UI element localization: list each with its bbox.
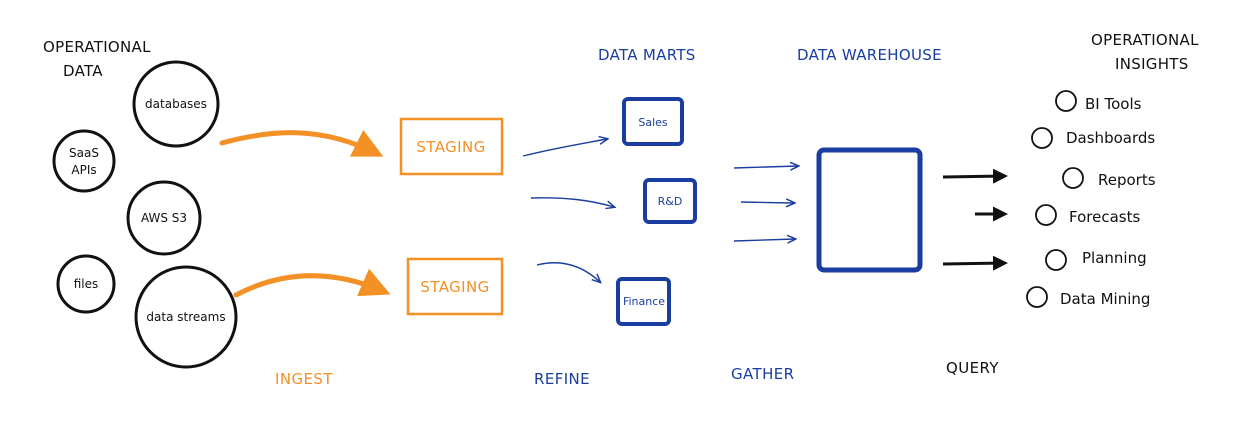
operational-data-heading-line2: DATA [63, 62, 103, 80]
refine-arrow-finance [536, 262, 600, 282]
insight-reports: Reports [1062, 167, 1156, 189]
source-databases: databases [132, 60, 220, 148]
staging-label: STAGING [416, 138, 485, 156]
gather-arrow-2 [740, 202, 794, 203]
source-label: files [74, 277, 99, 291]
insight-label: Forecasts [1069, 208, 1140, 226]
ingest-arrow-bottom [233, 268, 391, 298]
staging-box-bottom: STAGING [406, 257, 504, 316]
source-saas-apis: SaaS APIs [52, 129, 116, 193]
data-warehouse-heading: DATA WAREHOUSE [797, 46, 942, 64]
mart-label: Finance [623, 295, 665, 308]
operational-data-heading-line1: OPERATIONAL [43, 38, 151, 56]
source-label: AWS S3 [141, 211, 187, 225]
insight-bullet [1031, 127, 1053, 149]
mart-label: R&D [658, 195, 683, 208]
gather-arrow-3 [733, 239, 795, 241]
ingest-arrow-top [219, 129, 384, 157]
insight-bullet [1035, 204, 1057, 226]
phase-ingest: INGEST [275, 370, 333, 388]
insight-label: Reports [1098, 171, 1156, 189]
insight-label: Planning [1082, 249, 1147, 267]
source-files: files [56, 254, 116, 314]
insight-bi-tools: BI Tools [1055, 90, 1142, 113]
insight-bullet [1055, 90, 1077, 112]
phase-query: QUERY [946, 359, 999, 377]
insight-label: Dashboards [1066, 129, 1155, 147]
insight-bullet [1045, 249, 1067, 271]
source-aws-s3: AWS S3 [126, 180, 202, 256]
insight-bullet [1026, 286, 1048, 308]
insight-dashboards: Dashboards [1031, 127, 1155, 149]
refine-arrow-rnd [530, 197, 614, 207]
phase-gather: GATHER [731, 365, 794, 383]
staging-box-top: STAGING [399, 117, 504, 176]
insight-label: BI Tools [1085, 95, 1142, 113]
mart-rect [643, 178, 697, 224]
staging-rect [399, 117, 504, 176]
mart-box-finance: Finance [616, 277, 671, 326]
insight-label: Data Mining [1060, 290, 1150, 308]
source-circle [52, 129, 116, 193]
source-circle [132, 60, 220, 148]
staging-rect [406, 257, 504, 316]
source-label-line2: APIs [71, 163, 96, 177]
operational-insights-heading-line1: OPERATIONAL [1091, 31, 1199, 49]
source-circle [126, 180, 202, 256]
source-label: data streams [146, 310, 225, 324]
source-label-line1: SaaS [69, 146, 99, 160]
staging-label: STAGING [420, 278, 489, 296]
mart-rect [622, 97, 684, 146]
insight-data-mining: Data Mining [1026, 286, 1150, 308]
operational-insights-heading-line2: INSIGHTS [1115, 55, 1189, 73]
source-data-streams: data streams [134, 265, 238, 369]
query-arrow-3 [942, 255, 1008, 271]
insight-bullet [1062, 167, 1084, 189]
phase-refine: REFINE [534, 370, 590, 388]
gather-arrow-1 [733, 166, 798, 168]
insight-forecasts: Forecasts [1035, 204, 1140, 226]
data-warehouse-box [816, 147, 923, 273]
query-arrow-1 [942, 168, 1008, 184]
mart-box-rnd: R&D [643, 178, 697, 224]
refine-arrow-sales [522, 139, 607, 157]
mart-rect [616, 277, 671, 326]
source-label: databases [145, 97, 207, 111]
mart-label: Sales [638, 116, 668, 129]
source-circle [56, 254, 116, 314]
data-marts-heading: DATA MARTS [598, 46, 696, 64]
mart-box-sales: Sales [622, 97, 684, 146]
source-circle [134, 265, 238, 369]
insight-planning: Planning [1045, 249, 1147, 271]
